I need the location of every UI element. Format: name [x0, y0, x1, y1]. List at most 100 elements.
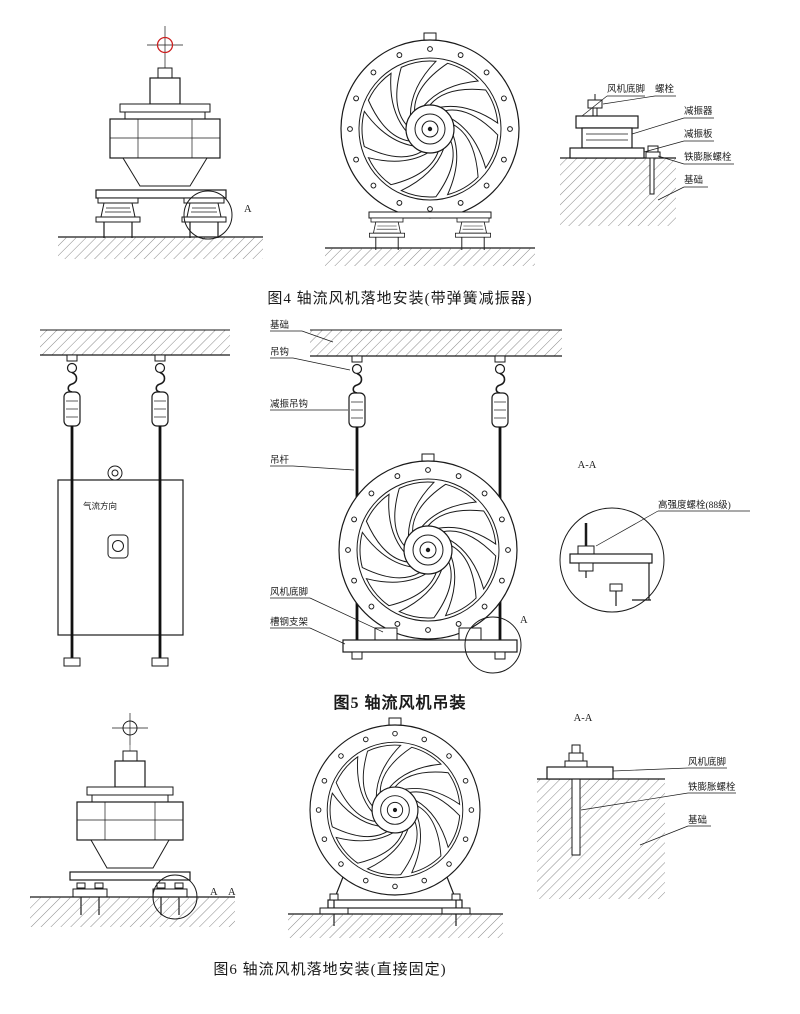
motor — [114, 760, 146, 788]
spring-damper-right — [181, 197, 227, 239]
handle — [107, 534, 129, 559]
fan-body — [76, 801, 184, 841]
damping-hook-right — [491, 392, 509, 428]
leader-damper-plate — [643, 140, 685, 153]
leader-foundation — [657, 186, 685, 201]
label-bolt: 螺栓 — [655, 83, 675, 95]
motor-cap — [157, 67, 173, 79]
leader-fan-foot — [581, 95, 608, 117]
leader-channel-bracket — [309, 627, 346, 645]
fan-foot-plate — [575, 115, 639, 129]
detail-circle — [559, 507, 665, 613]
fig5-caption: 图5 轴流风机吊装 — [333, 695, 467, 712]
detail-circle — [152, 874, 198, 920]
detail-circle — [464, 616, 522, 674]
base-beam — [69, 871, 191, 881]
damping-hook-left — [63, 391, 81, 427]
expansion-bolt-shaft — [571, 778, 581, 856]
detail-circle — [183, 190, 233, 240]
leader-expansion-bolt — [657, 155, 685, 165]
datum-target-icon — [122, 720, 138, 736]
ground-hatch — [325, 248, 535, 266]
label-damping-hook: 减振吊钩 — [270, 398, 308, 410]
spring-damper-right — [454, 217, 492, 251]
base-beam — [368, 211, 492, 219]
leader-rod — [292, 465, 355, 471]
bolt-nut — [568, 752, 584, 762]
fig4-side-view: A — [48, 18, 273, 273]
spring-damper-left — [95, 197, 141, 239]
fig5-side-view: 气流方向 — [35, 322, 240, 680]
label-foundation: 基础 — [688, 814, 707, 826]
axial-fan-front — [310, 725, 480, 895]
fig4-caption: 图4 轴流风机落地安装(带弹簧减振器) — [267, 291, 533, 307]
motor — [149, 77, 181, 105]
spring-damper-left — [368, 217, 406, 251]
label-foundation: 基础 — [270, 319, 289, 331]
casing-lug — [388, 717, 402, 726]
base-beam — [327, 899, 463, 909]
fig6-side-view: A A — [25, 705, 240, 945]
casing-lug — [423, 32, 437, 41]
fan-body — [109, 118, 221, 159]
label-fan-foot: 风机底脚 — [607, 83, 645, 95]
ceiling-hatch — [310, 330, 562, 356]
label-foundation: 基础 — [684, 174, 703, 186]
axial-fan-front — [341, 40, 519, 218]
foundation-hatch — [537, 779, 665, 899]
leader-high-strength-bolt — [595, 510, 659, 547]
foot-plate-right — [152, 888, 188, 898]
fig5-section-detail: A-A 高强度螺栓(88级) — [552, 448, 770, 633]
label-rod: 吊杆 — [270, 454, 290, 466]
channel-flange — [569, 553, 653, 564]
label-channel-bracket: 槽钢支架 — [270, 616, 309, 628]
section-mark-a: A — [244, 204, 252, 215]
hook-left — [66, 354, 78, 393]
fan-casing-side — [57, 479, 184, 636]
label-hook: 吊钩 — [270, 346, 289, 358]
hook-right — [154, 354, 166, 393]
axial-fan-front — [339, 461, 517, 639]
damper-body — [581, 127, 633, 149]
expansion-bolt-shaft — [649, 157, 655, 195]
channel-bracket — [342, 639, 518, 653]
bolt-tip — [571, 744, 581, 754]
ground-hatch — [288, 914, 503, 938]
leader-hook — [292, 357, 351, 371]
damping-hook-left — [348, 392, 366, 428]
label-damper: 减振器 — [684, 105, 713, 117]
bolt-nut-lower — [578, 562, 594, 572]
foot-plate-left — [72, 888, 108, 898]
hook-left — [351, 355, 363, 394]
damper-plate — [569, 147, 645, 159]
leader-foundation — [639, 825, 689, 846]
base-beam — [95, 189, 227, 199]
casing-lug — [421, 453, 435, 462]
fig6-front-view — [278, 712, 513, 942]
section-mark-a: A — [520, 615, 528, 626]
ground-hatch — [58, 237, 263, 259]
datum-target-icon — [156, 36, 174, 54]
channel-end-left — [63, 657, 81, 667]
section-mark-a1: A — [210, 887, 218, 898]
leader-expansion-bolt — [580, 792, 689, 811]
channel-end-right — [151, 657, 169, 667]
hook-right — [494, 355, 506, 394]
section-title: A-A — [574, 713, 593, 724]
leader-fan-foot — [612, 767, 689, 772]
fig4-detail-view: 风机底脚 螺栓 减振器 减振板 铁膨胀螺栓 基础 — [558, 68, 773, 243]
fig6-caption: 图6 轴流风机落地安装(直接固定) — [213, 962, 447, 978]
leader-foundation — [301, 330, 334, 343]
damping-hook-right — [151, 391, 169, 427]
label-expansion-bolt: 铁膨胀螺栓 — [684, 151, 732, 163]
foundation-hatch — [560, 158, 676, 226]
leader-bolt — [602, 95, 656, 105]
ground-hatch — [30, 897, 235, 927]
fig6-section-detail: A-A 风机底脚 铁膨胀螺栓 基础 — [535, 705, 785, 910]
fig4-front-view — [325, 18, 535, 268]
foot-pad-left — [319, 907, 349, 915]
foot-pad-right — [441, 907, 471, 915]
label-fan-foot: 风机底脚 — [688, 756, 726, 768]
bolt-head — [609, 583, 623, 592]
